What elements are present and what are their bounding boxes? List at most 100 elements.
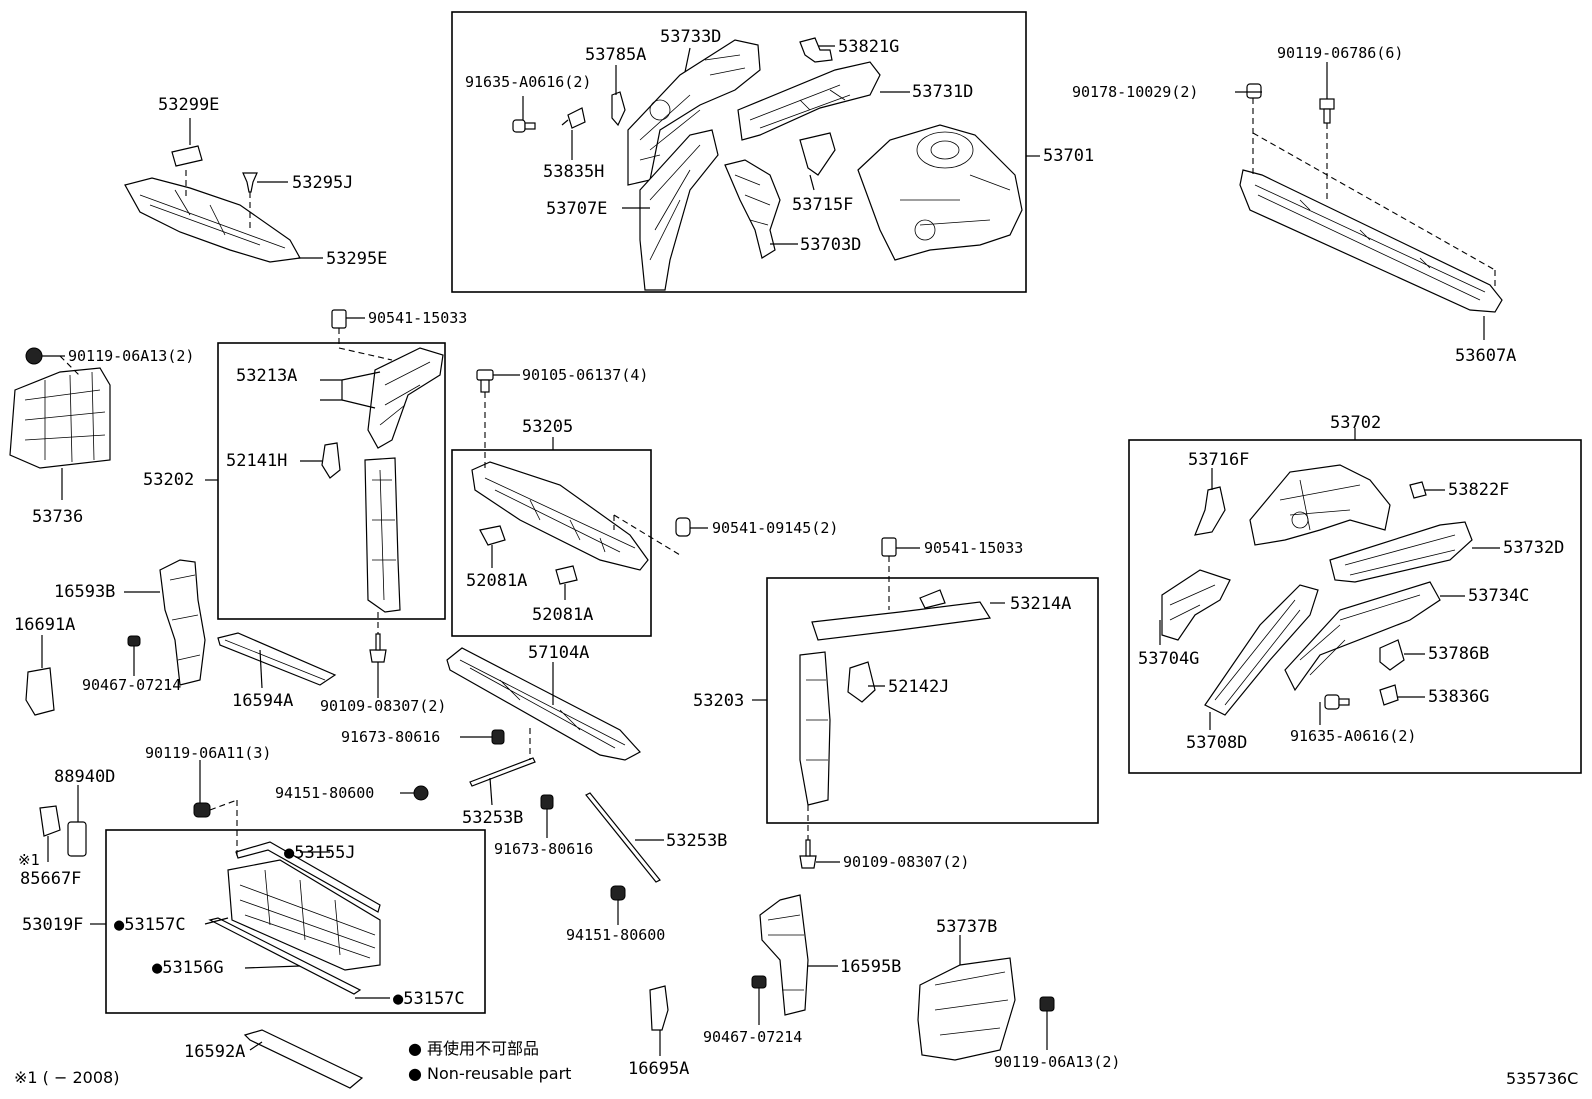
bolt-90119-06A13-b bbox=[1039, 996, 1055, 1012]
part-53295E bbox=[124, 177, 301, 263]
part-53203-pillar bbox=[799, 651, 831, 806]
part-16595B bbox=[759, 894, 809, 1016]
part-53704G bbox=[1161, 569, 1231, 641]
box-53205 bbox=[451, 449, 652, 637]
part-53786B bbox=[1379, 639, 1405, 671]
bolt-90109-b bbox=[799, 839, 817, 869]
part-53214A bbox=[811, 589, 992, 641]
label-53702: 53702 bbox=[1330, 413, 1381, 433]
label-94151-a: 94151-80600 bbox=[275, 784, 374, 802]
part-53607A bbox=[1239, 169, 1503, 313]
part-52142J bbox=[847, 661, 876, 703]
figure-code: 535736C bbox=[1506, 1069, 1578, 1088]
part-53202-pillar bbox=[364, 457, 401, 613]
part-16691A bbox=[25, 667, 55, 716]
label-53703D: 53703D bbox=[800, 235, 861, 255]
part-53822F bbox=[1409, 481, 1427, 499]
bolt-91673-a bbox=[491, 729, 505, 745]
label-90119-b: 90119-06A13(2) bbox=[994, 1053, 1120, 1071]
label-53835H: 53835H bbox=[543, 162, 604, 182]
clip-53295J bbox=[242, 172, 258, 193]
bolt-90541-15033-b bbox=[881, 537, 897, 557]
label-90105: 90105-06137(4) bbox=[522, 366, 648, 384]
bushing-90541-09145 bbox=[675, 517, 691, 537]
label-90541-09145: 90541-09145(2) bbox=[712, 519, 838, 537]
label-16592A: 16592A bbox=[184, 1042, 245, 1062]
part-53715F bbox=[799, 132, 836, 176]
bolt-91673-b bbox=[540, 794, 554, 810]
part-53821G bbox=[799, 37, 833, 63]
label-90178: 90178-10029(2) bbox=[1072, 83, 1198, 101]
bolt-90105 bbox=[476, 369, 494, 393]
bushing-94151-a bbox=[413, 785, 429, 801]
part-57104A bbox=[446, 647, 641, 761]
part-labels: 53733D 53785A 53821G 91635-A0616(2) 5373… bbox=[14, 27, 1564, 1079]
part-53736 bbox=[9, 367, 111, 469]
label-52141H: 52141H bbox=[226, 451, 287, 471]
label-52081A-b: 52081A bbox=[532, 605, 593, 625]
label-16595B: 16595B bbox=[840, 957, 901, 977]
label-90119-06A11: 90119-06A11(3) bbox=[145, 744, 271, 762]
label-52142J: 52142J bbox=[888, 677, 949, 697]
bolt-90541-15033-a bbox=[331, 309, 347, 329]
label-16691A: 16691A bbox=[14, 615, 75, 635]
box-53019F bbox=[105, 829, 486, 1014]
label-53737B: 53737B bbox=[936, 917, 997, 937]
label-53295E: 53295E bbox=[326, 249, 387, 269]
label-53733D: 53733D bbox=[660, 27, 721, 47]
label-53836G: 53836G bbox=[1428, 687, 1489, 707]
clip-90467-a bbox=[127, 635, 141, 647]
footnote: ※1 ( − 2008) bbox=[14, 1068, 119, 1087]
seal-53156G bbox=[208, 917, 362, 995]
label-90541-b: 90541-15033 bbox=[924, 539, 1023, 557]
label-53157C-a: ●53157C bbox=[114, 915, 186, 935]
label-53202: 53202 bbox=[143, 470, 194, 490]
clip-90119-06A11 bbox=[193, 802, 211, 818]
label-88940D: 88940D bbox=[54, 767, 115, 787]
label-91635-b: 91635-A0616(2) bbox=[1290, 727, 1416, 745]
part-16592A bbox=[243, 1029, 364, 1089]
label-85667F-mark: ※1 bbox=[18, 851, 40, 869]
bolt-90109-a bbox=[369, 633, 387, 663]
label-53785A: 53785A bbox=[585, 45, 646, 65]
clip-90467-b bbox=[751, 975, 767, 989]
legend-en: ● Non-reusable part bbox=[408, 1064, 571, 1083]
label-53205: 53205 bbox=[522, 417, 573, 437]
label-53213A: 53213A bbox=[236, 366, 297, 386]
label-91635-a: 91635-A0616(2) bbox=[465, 73, 591, 91]
box-53701 bbox=[451, 11, 1027, 293]
bolt-91635-b bbox=[1324, 694, 1350, 710]
label-53155J: ●53155J bbox=[284, 843, 356, 863]
part-53707E bbox=[639, 129, 719, 291]
label-53253B-a: 53253B bbox=[462, 808, 523, 828]
part-53702-apron bbox=[1249, 464, 1391, 546]
label-53715F: 53715F bbox=[792, 195, 853, 215]
legend-jp: ● 再使用不可部品 bbox=[408, 1039, 539, 1058]
label-16593B: 16593B bbox=[54, 582, 115, 602]
part-16593B bbox=[159, 559, 206, 686]
clip-90119-a bbox=[25, 347, 43, 365]
label-53156G: ●53156G bbox=[152, 958, 224, 978]
label-53707E: 53707E bbox=[546, 199, 607, 219]
seal-53155J bbox=[235, 841, 381, 913]
part-16695A bbox=[649, 985, 669, 1031]
part-53836G bbox=[1379, 684, 1399, 706]
label-90467-a: 90467-07214 bbox=[82, 676, 181, 694]
part-53708D bbox=[1204, 584, 1319, 716]
part-53019F-grille bbox=[227, 859, 381, 971]
label-53253B-b: 53253B bbox=[666, 831, 727, 851]
part-53737B bbox=[917, 957, 1016, 1061]
label-16695A: 16695A bbox=[628, 1059, 689, 1079]
part-53213A bbox=[367, 347, 444, 449]
part-53785A bbox=[611, 91, 626, 127]
part-53732D bbox=[1329, 521, 1473, 583]
label-90119-a: 90119-06A13(2) bbox=[68, 347, 194, 365]
label-53295J: 53295J bbox=[292, 173, 353, 193]
label-53708D: 53708D bbox=[1186, 733, 1247, 753]
rod-53253B-b bbox=[585, 792, 661, 883]
label-91673-b: 91673-80616 bbox=[494, 840, 593, 858]
bushing-94151-b bbox=[610, 885, 626, 901]
label-53821G: 53821G bbox=[838, 37, 899, 57]
label-53732D: 53732D bbox=[1503, 538, 1564, 558]
label-53607A: 53607A bbox=[1455, 346, 1516, 366]
